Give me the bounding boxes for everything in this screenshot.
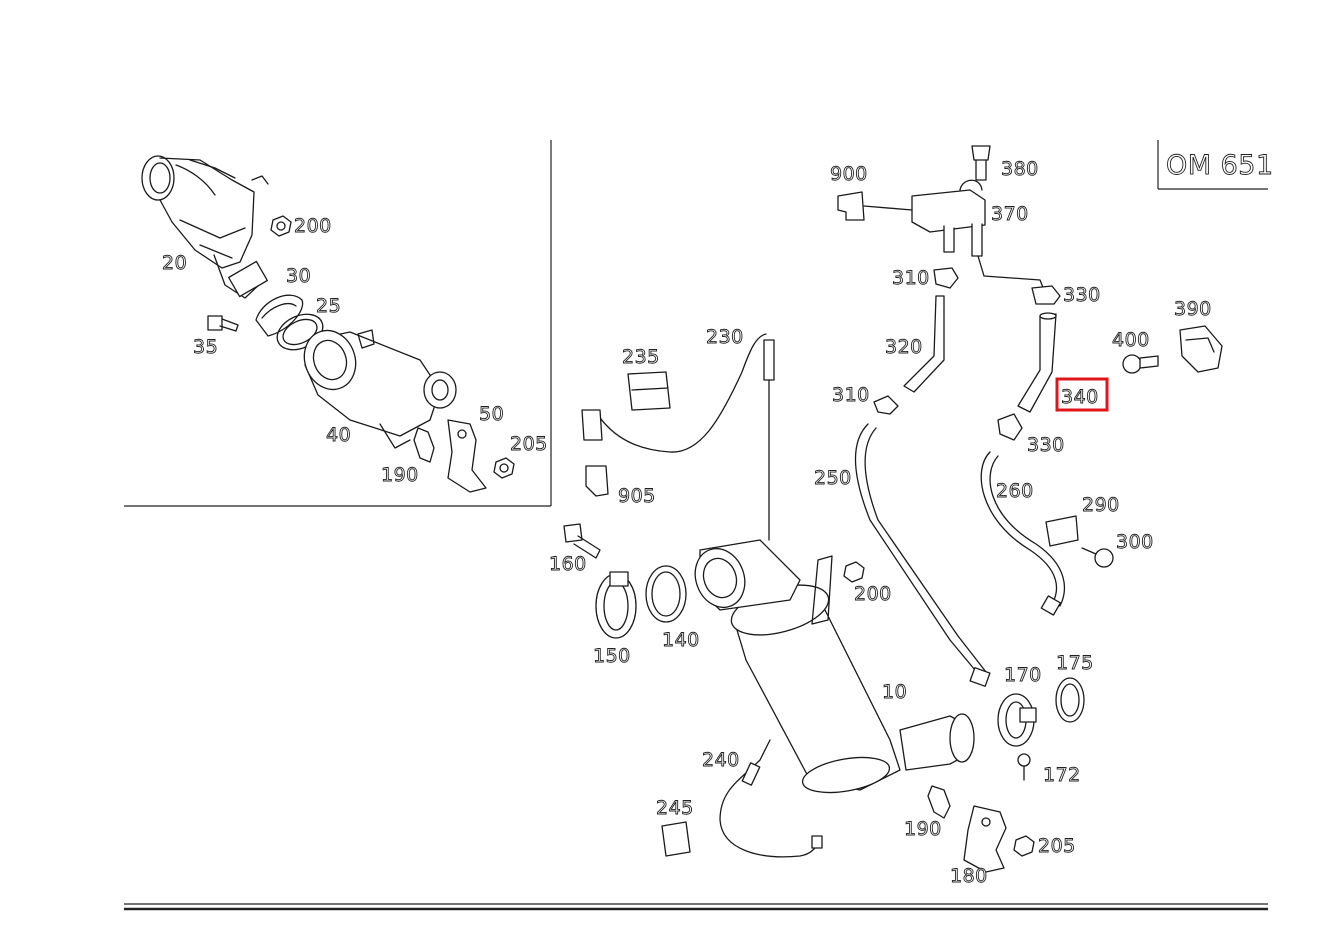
part-140-gasket (645, 565, 687, 623)
callout-245: 245 (656, 797, 694, 819)
callout-330: 330 (1027, 434, 1065, 456)
inset-part-35-bolt (207, 315, 239, 332)
callout-290: 290 (1082, 494, 1120, 516)
part-200-nut (843, 561, 865, 583)
bottom-rule (124, 903, 1268, 911)
inset-part-20-turbo-outlet (141, 155, 269, 299)
engine-label-box: OM 651 (1157, 140, 1274, 190)
part-310-clip-lower (873, 395, 899, 415)
callout-170: 170 (1004, 664, 1042, 686)
highlight-box-340 (1055, 377, 1109, 412)
callout-150: 150 (593, 645, 631, 667)
callout-160: 160 (549, 553, 587, 575)
part-390-bracket (1179, 325, 1223, 373)
callout-250: 250 (814, 467, 852, 489)
part-172-bolt (1017, 753, 1031, 781)
part-905-connector (585, 465, 609, 497)
part-230-sensor (581, 333, 775, 541)
callout-labels: 200 20 30 25 35 40 50 205 190 900 380 37… (162, 158, 1212, 888)
callout-310: 310 (892, 267, 930, 289)
inset-part-205-nut (493, 457, 515, 479)
callout-905: 905 (618, 485, 656, 507)
callout-390: 390 (1174, 298, 1212, 320)
part-190-clip (927, 785, 951, 819)
part-370-pressure-sensor (911, 179, 986, 257)
callout-330: 330 (1063, 284, 1101, 306)
callout-140: 140 (662, 629, 700, 651)
callout-260: 260 (996, 480, 1034, 502)
callout-190: 190 (904, 818, 942, 840)
part-310-clip-upper (933, 267, 959, 289)
callout-380: 380 (1001, 158, 1039, 180)
callout-200: 200 (294, 215, 332, 237)
inset-part-30-clamp (255, 294, 304, 337)
inset-part-200-nut (270, 215, 292, 237)
inset-part-50-bracket (447, 419, 487, 493)
callout-310: 310 (832, 384, 870, 406)
callout-205: 205 (1038, 835, 1076, 857)
part-340-hose (1017, 312, 1057, 413)
callout-172: 172 (1043, 764, 1081, 786)
callout-190: 190 (381, 464, 419, 486)
callout-40: 40 (326, 424, 351, 446)
callout-900: 900 (830, 163, 868, 185)
callout-320: 320 (885, 336, 923, 358)
part-240-sensor (719, 739, 823, 858)
part-150-clamp (595, 571, 637, 639)
callout-175: 175 (1056, 652, 1094, 674)
part-300-bolt (1081, 547, 1114, 568)
callout-10: 10 (882, 681, 907, 703)
callout-370: 370 (991, 203, 1029, 225)
part-900-connector (837, 191, 913, 221)
callout-35: 35 (193, 336, 218, 358)
part-290-bracket (1045, 515, 1079, 547)
inset-part-190-clip (413, 427, 435, 463)
part-205-nut (1013, 835, 1035, 857)
inset-frame (124, 140, 552, 507)
part-160-bolt (563, 523, 601, 559)
callout-340: 340 (1061, 386, 1099, 408)
callout-180: 180 (950, 865, 988, 887)
part-10-particulate-filter (694, 539, 975, 794)
callout-400: 400 (1112, 329, 1150, 351)
callout-230: 230 (706, 326, 744, 348)
callout-30: 30 (286, 265, 311, 287)
callout-50: 50 (479, 403, 504, 425)
inset-part-40-dpf (303, 329, 457, 449)
part-330-clip-lower (997, 413, 1023, 441)
callout-300: 300 (1116, 531, 1154, 553)
callout-25: 25 (316, 295, 341, 317)
part-250-pipe (854, 423, 991, 687)
callout-235: 235 (622, 346, 660, 368)
part-180-bracket (963, 805, 1007, 873)
part-380-bolt (971, 145, 991, 181)
part-170-clamp (997, 693, 1037, 747)
part-235-clip (627, 371, 671, 411)
hose-to-330 (977, 255, 1045, 291)
callout-205: 205 (510, 433, 548, 455)
engine-label: OM 651 (1166, 150, 1274, 181)
part-320-hose (903, 295, 945, 393)
callout-200: 200 (854, 583, 892, 605)
part-260-pipe (980, 451, 1066, 616)
part-175-gasket (1055, 677, 1085, 723)
part-400-bolt (1122, 354, 1159, 374)
part-330-clip-upper (1031, 285, 1061, 305)
part-245-clip (661, 821, 691, 857)
callout-240: 240 (702, 749, 740, 771)
callout-20: 20 (162, 252, 187, 274)
